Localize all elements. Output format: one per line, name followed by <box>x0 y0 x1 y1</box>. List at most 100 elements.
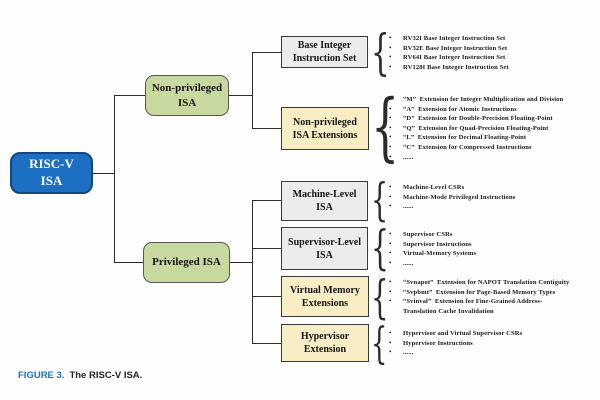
bullet-dot-icon: • <box>389 123 392 132</box>
connector-trunk-privileged-children <box>252 200 253 343</box>
bullet-text: RV32I Base Integer Instruction Set <box>403 35 506 42</box>
bullet-item: • Supervisor Instructions <box>389 240 599 250</box>
connector-to-extensions <box>252 128 281 129</box>
bullet-text: “L” Extension for Decimal Floating-Point <box>403 134 527 142</box>
bullet-text: Supervisor CSRs <box>403 231 453 238</box>
list-hypervisor: •Hypervisor and Virtual Supervisor CSRs•… <box>389 329 599 358</box>
figure-caption: FIGURE 3.The RISC-V ISA. <box>18 370 142 381</box>
bullet-item: • RV64I Base Integer Instruction Set <box>389 53 599 63</box>
bullet-dot-icon: • <box>389 258 392 267</box>
figure-caption-text: The RISC-V ISA. <box>69 370 143 381</box>
brace-virtual-memory: { <box>371 270 389 324</box>
bullet-item: • RV32E Base Integer Instruction Set <box>389 44 599 54</box>
brace-base-integer: { <box>371 24 390 81</box>
bullet-dot-icon: • <box>389 142 392 151</box>
bullet-text: “Svnapot” Extension for NAPOT Translatio… <box>403 279 570 286</box>
brace-hypervisor: { <box>371 318 388 369</box>
bullet-dot-icon: • <box>389 104 392 113</box>
bullet-item: • Hypervisor Instructions <box>389 339 599 349</box>
bullet-text: RV32E Base Integer Instruction Set <box>403 44 508 52</box>
node-hypervisor-extension: Hypervisor Extension <box>281 324 369 362</box>
connector-to-virtual-memory <box>252 296 281 297</box>
bullet-text: RV128I Base Integer Instruction Set <box>403 63 509 71</box>
connector-to-machine-level <box>252 200 281 201</box>
connector-nonprivileged-trunk <box>229 95 252 96</box>
bullet-text: “Svpbmt” Extension for Page-Based Memory… <box>403 288 556 296</box>
bullet-item: • Virtual-Memory Systems <box>389 249 599 259</box>
bullet-dot-icon: • <box>389 133 392 142</box>
bullet-dot-icon: • <box>389 183 392 191</box>
bullet-text: “C” Extension for Compressed Instruction… <box>403 143 532 151</box>
bullet-dot-icon: • <box>389 230 392 238</box>
bullet-dot-icon: • <box>389 114 392 123</box>
list-supervisor-level: • Supervisor CSRs • Supervisor Instructions… <box>389 230 599 268</box>
bullet-dot-icon: • <box>389 278 392 286</box>
node-privileged-isa: Privileged ISA <box>143 242 230 283</box>
node-non-privileged-isa-extensions: Non-privileged ISA Extensions <box>281 107 369 150</box>
brace-machine-level: { <box>371 173 389 226</box>
bullet-dot-icon: • <box>389 53 392 62</box>
bullet-text: Virtual-Memory Systems <box>403 250 477 258</box>
connector-trunk-nonprivileged-children <box>252 52 253 129</box>
bullet-item: • RV128I Base Integer Instruction Set <box>389 63 599 73</box>
bullet-text: Machine-Level CSRs <box>403 184 465 191</box>
node-risc-v-isa: RISC-V ISA <box>10 152 93 194</box>
list-base-integer: • RV32I Base Integer Instruction Set • RV32… <box>389 34 599 72</box>
node-machine-level-isa: Machine-Level ISA <box>281 181 368 221</box>
bullet-dot-icon: • <box>389 348 392 357</box>
node-base-integer-instruction-set: Base Integer Instruction Set <box>281 36 368 68</box>
bullet-item: •...... <box>389 348 599 358</box>
bullet-dot-icon: • <box>389 239 392 248</box>
connector-to-nonprivileged <box>114 95 145 96</box>
bullet-item: • “Svpbmt” Extension for Page-Based Memor… <box>389 288 599 298</box>
bullet-dot-icon: • <box>389 34 392 42</box>
connector-root-trunk <box>93 173 114 174</box>
bullet-item: • Machine-Mode Privileged Instructions <box>389 193 599 203</box>
bullet-dot-icon: • <box>389 338 392 347</box>
bullet-item: • “Svnapot” Extension for NAPOT Translati… <box>389 278 599 288</box>
bullet-item: • RV32I Base Integer Instruction Set <box>389 34 599 44</box>
node-virtual-memory-extensions: Virtual Memory Extensions <box>281 276 369 317</box>
bullet-text: “Svinval” Extension for Fine-Grained Add… <box>403 298 543 315</box>
bullet-item: •...... <box>389 153 599 163</box>
list-virtual-memory: • “Svnapot” Extension for NAPOT Translati… <box>389 278 599 316</box>
connector-to-base-integer <box>252 52 281 53</box>
bullet-dot-icon: • <box>389 249 392 258</box>
connector-to-hypervisor <box>252 343 281 344</box>
bullet-item: •...... <box>389 202 599 212</box>
bullet-dot-icon: • <box>389 192 392 201</box>
connector-trunk-level1 <box>114 95 115 263</box>
bullet-dot-icon: • <box>389 329 392 337</box>
bullet-text: Machine-Mode Privileged Instructions <box>403 193 516 201</box>
bullet-text: ...... <box>403 349 414 357</box>
node-non-privileged-isa: Non-privileged ISA <box>145 75 229 116</box>
bullet-item: •“Svinval” Extension for Fine-Grained Ad… <box>389 297 599 316</box>
bullet-text: Hypervisor and Virtual Supervisor CSRs <box>403 330 523 337</box>
bullet-dot-icon: • <box>389 62 392 71</box>
bullet-text: ...... <box>403 203 414 211</box>
bullet-dot-icon: • <box>389 152 392 161</box>
bullet-item: •“M” Extension for Integer Multiplicatio… <box>389 95 599 105</box>
bullet-item: • Machine-Level CSRs <box>389 183 599 193</box>
bullet-text: “D” Extension for Double-Precision Float… <box>403 115 553 123</box>
bullet-text: “A” Extension for Atomic Instructions <box>403 105 517 113</box>
bullet-text: RV64I Base Integer Instruction Set <box>403 54 506 62</box>
connector-to-supervisor-level <box>252 248 281 249</box>
bullet-item: • Supervisor CSRs <box>389 230 599 240</box>
bullet-text: Hypervisor Instructions <box>403 339 473 347</box>
bullet-text: ...... <box>403 259 414 267</box>
bullet-text: ...... <box>403 153 414 161</box>
bullet-item: •...... <box>389 259 599 269</box>
bullet-dot-icon: • <box>389 202 392 211</box>
bullet-item: • Hypervisor and Virtual Supervisor CSRs <box>389 329 599 339</box>
bullet-item: • “D” Extension for Double-Precision Floa… <box>389 114 599 124</box>
bullet-dot-icon: • <box>389 43 392 52</box>
bullet-text: “Q” Extension for Quad-Precision Floatin… <box>403 124 549 132</box>
bullet-text: Supervisor Instructions <box>403 240 472 248</box>
connector-privileged-trunk <box>230 262 252 263</box>
bullet-dot-icon: • <box>389 287 392 296</box>
list-machine-level: • Machine-Level CSRs • Machine-Mode Privile… <box>389 183 599 212</box>
list-non-privileged-extensions: •“M” Extension for Integer Multiplicatio… <box>389 95 599 162</box>
brace-supervisor-level: { <box>371 221 389 276</box>
